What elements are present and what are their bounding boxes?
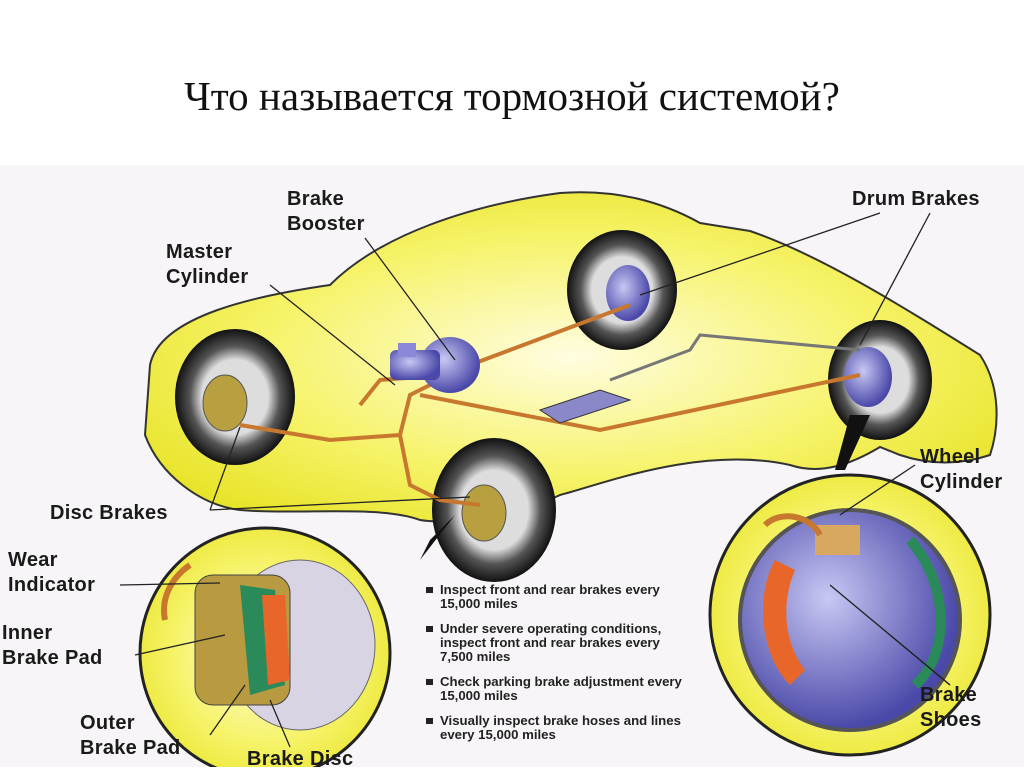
front-right-wheel [432, 438, 556, 582]
note-item: Under severe operating conditions, inspe… [425, 622, 685, 664]
label-line: Master [166, 241, 233, 263]
parking-brake-lever [538, 389, 632, 424]
brake-lines [239, 303, 861, 507]
label-brake-disc: Brake Disc [247, 748, 354, 770]
label-line: Shoes [920, 709, 982, 731]
parking-brake-cable [609, 333, 861, 382]
drum-brake-inset [708, 473, 992, 757]
car-illustration [119, 191, 998, 767]
note-item: Inspect front and rear brakes every 15,0… [425, 583, 685, 611]
label-line: Inner [2, 622, 53, 644]
label-disc-brakes: Disc Brakes [50, 502, 168, 524]
disc-brake-inset [138, 526, 392, 767]
label-line: Brake [287, 188, 345, 210]
label-line: Outer [80, 712, 135, 734]
slide-title: Что называется тормозной системой? [184, 73, 840, 119]
label-line: Brake [920, 684, 978, 706]
leader-lines [119, 212, 951, 748]
maintenance-notes: Inspect front and rear brakes every 15,0… [425, 583, 685, 753]
label-line: Wheel [920, 446, 981, 468]
note-item: Visually inspect brake hoses and lines e… [425, 714, 685, 742]
label-line: Cylinder [920, 471, 1003, 493]
label-drum-brakes: Drum Brakes [852, 188, 980, 210]
note-item: Check parking brake adjustment every 15,… [425, 675, 685, 703]
label-line: Brake Pad [2, 647, 103, 669]
rear-left-wheel [567, 230, 677, 350]
label-line: Booster [287, 213, 365, 235]
front-left-wheel [175, 329, 295, 465]
label-line: Brake Pad [80, 737, 181, 759]
brake-booster [390, 337, 480, 393]
label-line: Cylinder [166, 266, 249, 288]
label-line: Indicator [8, 574, 96, 596]
label-line: Wear [8, 549, 58, 571]
